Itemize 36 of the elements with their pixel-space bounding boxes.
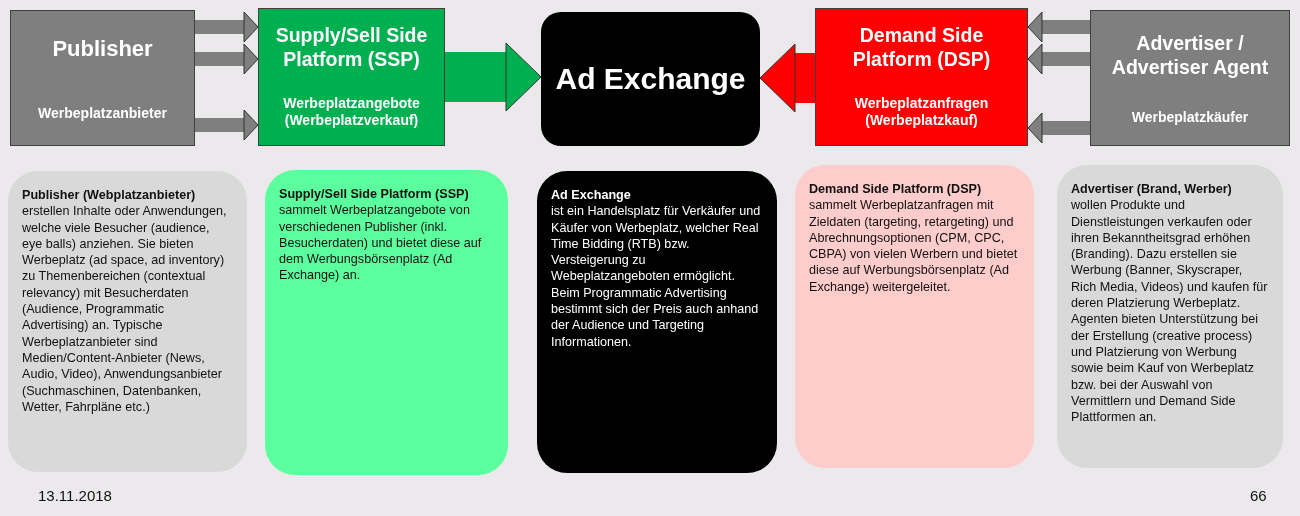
card-heading: Advertiser (Brand, Werber) bbox=[1071, 181, 1233, 198]
ssp-card bbox=[265, 170, 508, 475]
block-arrow bbox=[1027, 112, 1090, 144]
card-description: ist ein Handelsplatz für Verkäufer und Käufer von Werbeplatz, welcher Real Time Bidding (RTB) bzw. Versteigerung zu Webeplatzangeboten ermöglicht. Beim Programmatic Advertising bestimmt sich der Preis auch anhand der Audience und Targeting Informationen. bbox=[551, 203, 762, 350]
card-description: Supply/Sell Side Platform (SSP) sammelt Werbeplatzangebote von verschiedenen Publisher (inkl. Besucherdaten) und bietet diese auf dem Werbungsbörsenplatz (Ad Exchange) an. bbox=[279, 186, 483, 284]
ssp-box bbox=[258, 8, 445, 146]
node-title: Demand Side Platform (DSP) bbox=[851, 23, 992, 72]
node-subtitle: Werbeplatzanfragen (Werbeplatzkauf) bbox=[853, 95, 990, 129]
node-title: Ad Exchange bbox=[554, 61, 747, 98]
advertiser-box bbox=[1090, 10, 1290, 146]
block-arrow bbox=[195, 109, 259, 141]
node-subtitle: Werbeplatzanbieter bbox=[37, 105, 168, 122]
ad-exchange-card bbox=[537, 171, 777, 473]
card-description: sammelt Werbeplatzanfragen mit Zieldaten (targeting, retargeting) und Abrechnungsoptionen (CPM, CPC, CBPA) von vielen Werbern und bietet diese auf Werbungsbörsenplatz (Ad Exchange) weitergeleitet. bbox=[809, 197, 1019, 296]
publisher-box bbox=[10, 10, 195, 146]
node-subtitle: Werbeplatzangebote (Werbeplatzverkauf) bbox=[282, 95, 421, 129]
page-number: 66 bbox=[1250, 487, 1267, 504]
dsp-box bbox=[815, 8, 1028, 146]
node-title: Supply/Sell Side Platform (SSP) bbox=[274, 23, 429, 72]
card-description: erstellen Inhalte oder Anwendungen, welche viele Besucher (audience, eye balls) anziehen. Sie bieten Werbeplatz (ad space, ad inventory) zu Themenbereichen (contextual relevancy) mit Besucherdaten (Audience, Programmatic Advertising) an. Typische Werbeplatzanbieter sind Medien/Content-Anbieter (News, Audio, Video), Anwendungsanbieter (Suchmaschinen, Datenbanken, Wetter, Fahrpläne etc.) bbox=[22, 203, 228, 416]
date-label: 13.11.2018 bbox=[38, 487, 112, 504]
node-subtitle: Werbeplatzkäufer bbox=[1130, 109, 1250, 126]
block-arrow bbox=[445, 42, 542, 112]
card-heading: Publisher (Webplatzanbieter) bbox=[22, 187, 197, 204]
ad-exchange-box bbox=[541, 12, 760, 146]
node-title: Publisher bbox=[51, 35, 154, 63]
node-title: Advertiser / Advertiser Agent bbox=[1110, 31, 1270, 80]
block-arrow bbox=[759, 43, 815, 113]
card-description: wollen Produkte und Dienstleistungen verkaufen oder ihren Bekanntheitsgrad erhöhen (Branding). Dazu erstellen sie Werbung (Banner, Skyscraper, Rich Media, Videos) und kaufen für deren Platzierung Werbeplatz. Agenten bieten Unterstützung bei der Erstellung (creative process) und Platzierung von Werbung sowie beim Kauf von Werbeplatz bzw. bei der Auswahl von Vermittlern und Demand Side Plattformen an. bbox=[1071, 197, 1269, 426]
card-heading: Demand Side Platform (DSP) bbox=[809, 181, 983, 198]
block-arrow bbox=[1027, 11, 1090, 43]
card-heading: Ad Exchange bbox=[551, 187, 632, 204]
block-arrow bbox=[195, 11, 259, 43]
block-arrow bbox=[195, 43, 259, 75]
dsp-card bbox=[795, 165, 1034, 468]
block-arrow bbox=[1027, 43, 1090, 75]
